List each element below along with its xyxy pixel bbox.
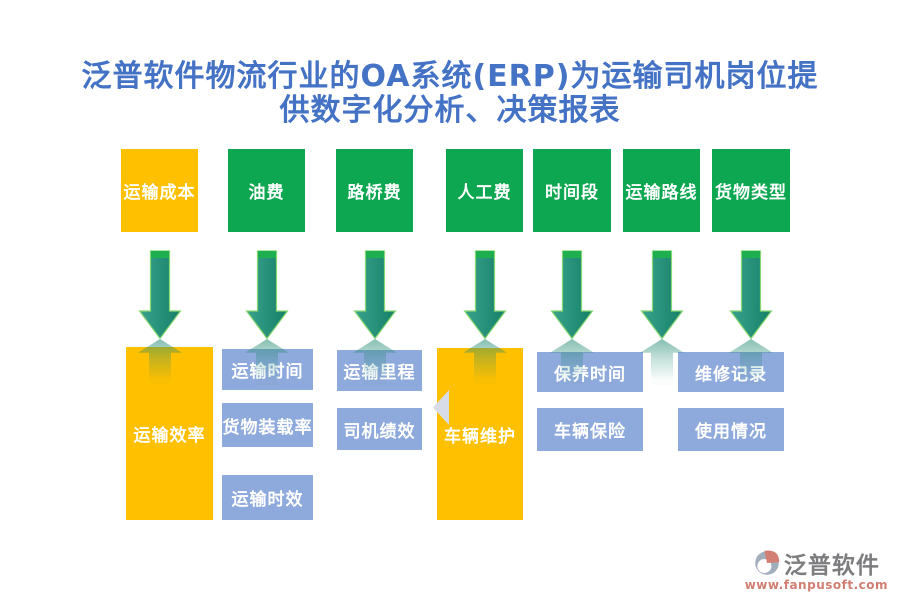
top-box-transport-route: 运输路线 — [623, 149, 700, 232]
top-box-label: 运输成本 — [123, 183, 196, 203]
fanpu-logo-icon — [755, 550, 780, 575]
top-box-toll-fee: 路桥费 — [336, 149, 413, 232]
watermark: 泛普软件 www.fanpusoft.com — [745, 546, 888, 592]
top-box-labor-fee: 人工费 — [446, 149, 523, 232]
down-arrow-icon — [640, 250, 684, 340]
page-title: 泛普软件物流行业的OA系统(ERP)为运输司机岗位提 供数字化分析、决策报表 — [0, 60, 900, 128]
top-box-label: 货物类型 — [715, 183, 787, 203]
bottom-box-label: 运输效率 — [133, 426, 206, 446]
bottom-box-usage-status: 使用情况 — [678, 408, 784, 451]
bottom-box-label: 运输时效 — [231, 490, 304, 510]
top-box-label: 油费 — [248, 183, 285, 203]
bottom-box-label: 使用情况 — [695, 422, 767, 442]
bottom-box-transport-timeliness: 运输时效 — [222, 475, 313, 520]
bottom-box-vehicle-insurance: 车辆保险 — [537, 408, 643, 451]
watermark-url: www.fanpusoft.com — [744, 578, 888, 592]
down-arrow-icon — [138, 250, 182, 340]
down-arrow-icon — [353, 250, 397, 340]
bottom-box-label: 司机绩效 — [343, 421, 416, 442]
top-box-label: 运输路线 — [625, 183, 698, 203]
bottom-box-transport-efficiency: 运输效率 — [126, 347, 213, 520]
bottom-box-maintenance-time: 保养时间 — [537, 352, 643, 392]
down-arrow-icon — [463, 250, 507, 340]
top-box-time-period: 时间段 — [533, 149, 611, 232]
down-arrow-icon — [245, 250, 289, 340]
bottom-box-cargo-load-rate: 货物装载率 — [222, 403, 313, 447]
down-arrow-icon — [729, 250, 773, 340]
bottom-box-driver-performance: 司机绩效 — [337, 408, 422, 450]
top-box-label: 路桥费 — [347, 183, 402, 203]
down-arrow-icon — [550, 250, 594, 340]
page-title-line1: 泛普软件物流行业的OA系统(ERP)为运输司机岗位提 — [81, 59, 819, 94]
top-box-label: 时间段 — [545, 183, 599, 203]
top-box-transport-cost: 运输成本 — [121, 149, 198, 232]
bottom-box-repair-records: 维修记录 — [678, 352, 784, 392]
top-box-cargo-type: 货物类型 — [712, 149, 790, 232]
bottom-box-label: 货物装载率 — [222, 417, 313, 438]
page-title-line2: 供数字化分析、决策报表 — [279, 93, 621, 128]
watermark-brand: 泛普软件 — [783, 553, 880, 579]
top-box-fuel-fee: 油费 — [228, 149, 305, 232]
bottom-box-label: 车辆保险 — [554, 422, 626, 442]
bottom-box-label: 车辆维护 — [444, 426, 516, 447]
top-box-label: 人工费 — [457, 183, 512, 203]
